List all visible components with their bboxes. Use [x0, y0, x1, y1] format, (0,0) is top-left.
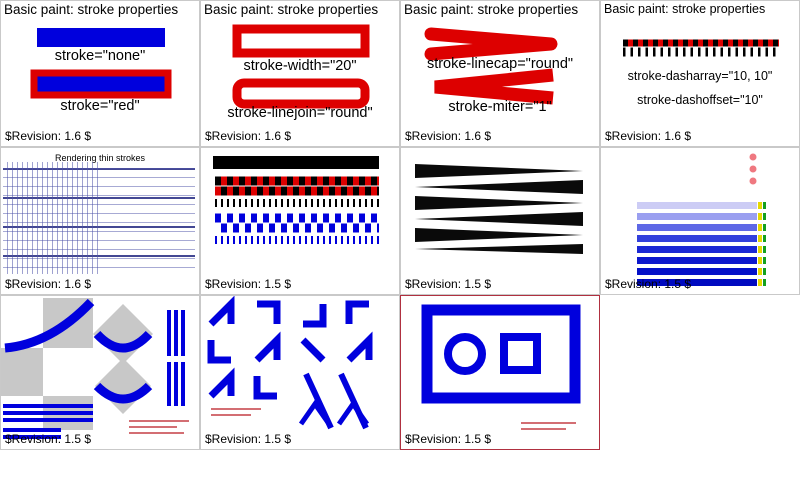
test-cell-thin-strokes[interactable]: Rendering thin strokes $Revision: 1.6 $ — [0, 147, 200, 295]
test-cell-stroke-basic[interactable]: Basic paint: stroke properties stroke="n… — [0, 0, 200, 147]
blue-outline-circle — [444, 333, 486, 375]
linecap-miter-graphic — [424, 27, 558, 105]
test-cell-arcs-checker[interactable]: $Revision: 1.5 $ — [0, 295, 200, 450]
dash-patterns-graphic — [213, 156, 379, 244]
revision-label: $Revision: 1.6 $ — [5, 277, 92, 291]
revision-label: $Revision: 1.5 $ — [405, 432, 492, 446]
stroke-linecap-label: stroke-linecap="round" — [426, 56, 574, 72]
revision-label: $Revision: 1.6 $ — [205, 129, 292, 143]
test-cell-opacity-bars[interactable]: $Revision: 1.5 $ — [600, 147, 800, 295]
revision-label: $Revision: 1.5 $ — [405, 277, 492, 291]
stroke-linejoin-label: stroke-linejoin="round" — [227, 105, 373, 121]
fine-print-red-text — [129, 432, 184, 434]
blue-gradient-bars — [637, 202, 766, 286]
revision-label: $Revision: 1.6 $ — [5, 129, 92, 143]
red-dots — [749, 153, 757, 185]
chevrons-graphic — [207, 296, 373, 430]
revision-label: $Revision: 1.5 $ — [205, 432, 292, 446]
stroke-dashoffset-label: stroke-dashoffset="10" — [637, 93, 763, 107]
test-title: Basic paint: stroke properties — [204, 2, 379, 17]
dashed-comb-pattern — [623, 39, 779, 57]
stroke-width-label: stroke-width="20" — [243, 58, 357, 74]
stroke-dasharray-label: stroke-dasharray="10, 10" — [627, 69, 773, 83]
fine-print-red-text — [211, 414, 251, 416]
thin-strokes-heading: Rendering thin strokes — [54, 153, 146, 163]
test-cell-linecap-miter[interactable]: Basic paint: stroke properties stroke-li… — [400, 0, 600, 147]
test-cell-stroke-width-linejoin[interactable]: Basic paint: stroke properties stroke-wi… — [200, 0, 400, 147]
blue-filled-rect — [37, 28, 165, 47]
blue-outline-square — [500, 333, 541, 374]
test-title: Basic paint: stroke properties — [404, 2, 579, 17]
dasharray-graphic — [623, 39, 779, 57]
stroke-miter-label: stroke-miter="1" — [448, 99, 552, 115]
round-join-red-rect — [232, 78, 370, 109]
revision-label: $Revision: 1.6 $ — [605, 129, 692, 143]
thin-vertical-lines-pattern — [7, 162, 101, 274]
blue-caret-glyphs — [298, 399, 370, 426]
fine-print-red-text — [211, 408, 261, 410]
stroke-width-graphic — [232, 24, 370, 109]
blue-dash-rows — [215, 213, 379, 244]
test-cell-dasharray[interactable]: Basic paint: stroke properties stroke-da… — [600, 0, 800, 147]
fine-print-red-text — [129, 426, 177, 428]
stroke-red-label: stroke="red" — [60, 98, 140, 114]
fine-print-red-text — [129, 420, 189, 422]
solid-black-bar — [213, 156, 379, 169]
blue-elbow-glyphs — [207, 296, 373, 400]
revision-label: $Revision: 1.5 $ — [5, 432, 92, 446]
thick-red-outline-rect — [232, 24, 370, 58]
blue-arcs — [4, 298, 153, 404]
test-title: Basic paint: stroke properties — [604, 2, 766, 16]
test-cell-zigzag-wedges[interactable]: $Revision: 1.5 $ — [400, 147, 600, 295]
opacity-bars-graphic — [637, 153, 766, 286]
blue-outline-rect — [421, 304, 581, 404]
red-black-checker-rows — [215, 176, 379, 196]
stroke-basic-graphic — [30, 28, 172, 99]
blue-stripe-bars — [3, 310, 185, 439]
test-title: Basic paint: stroke properties — [4, 2, 179, 17]
arcs-checker-graphic — [1, 298, 185, 439]
shapes-graphic — [421, 304, 581, 404]
zigzag-wedges-graphic — [415, 164, 583, 254]
revision-label: $Revision: 1.6 $ — [405, 129, 492, 143]
test-cell-shapes-selected[interactable]: $Revision: 1.5 $ — [400, 295, 600, 450]
revision-label: $Revision: 1.5 $ — [205, 277, 292, 291]
stroke-none-label: stroke="none" — [54, 48, 146, 64]
black-tapered-wedges — [415, 164, 583, 254]
round-cap-chevron — [424, 27, 558, 61]
blue-rect-red-stroke — [30, 69, 172, 99]
fine-print-red-text — [521, 422, 576, 424]
fine-print-red-text — [521, 428, 566, 430]
miter-chevron — [434, 68, 554, 105]
revision-label: $Revision: 1.5 $ — [605, 277, 692, 291]
test-cell-dash-patterns[interactable]: $Revision: 1.5 $ — [200, 147, 400, 295]
test-cell-chevrons[interactable]: $Revision: 1.5 $ — [200, 295, 400, 450]
